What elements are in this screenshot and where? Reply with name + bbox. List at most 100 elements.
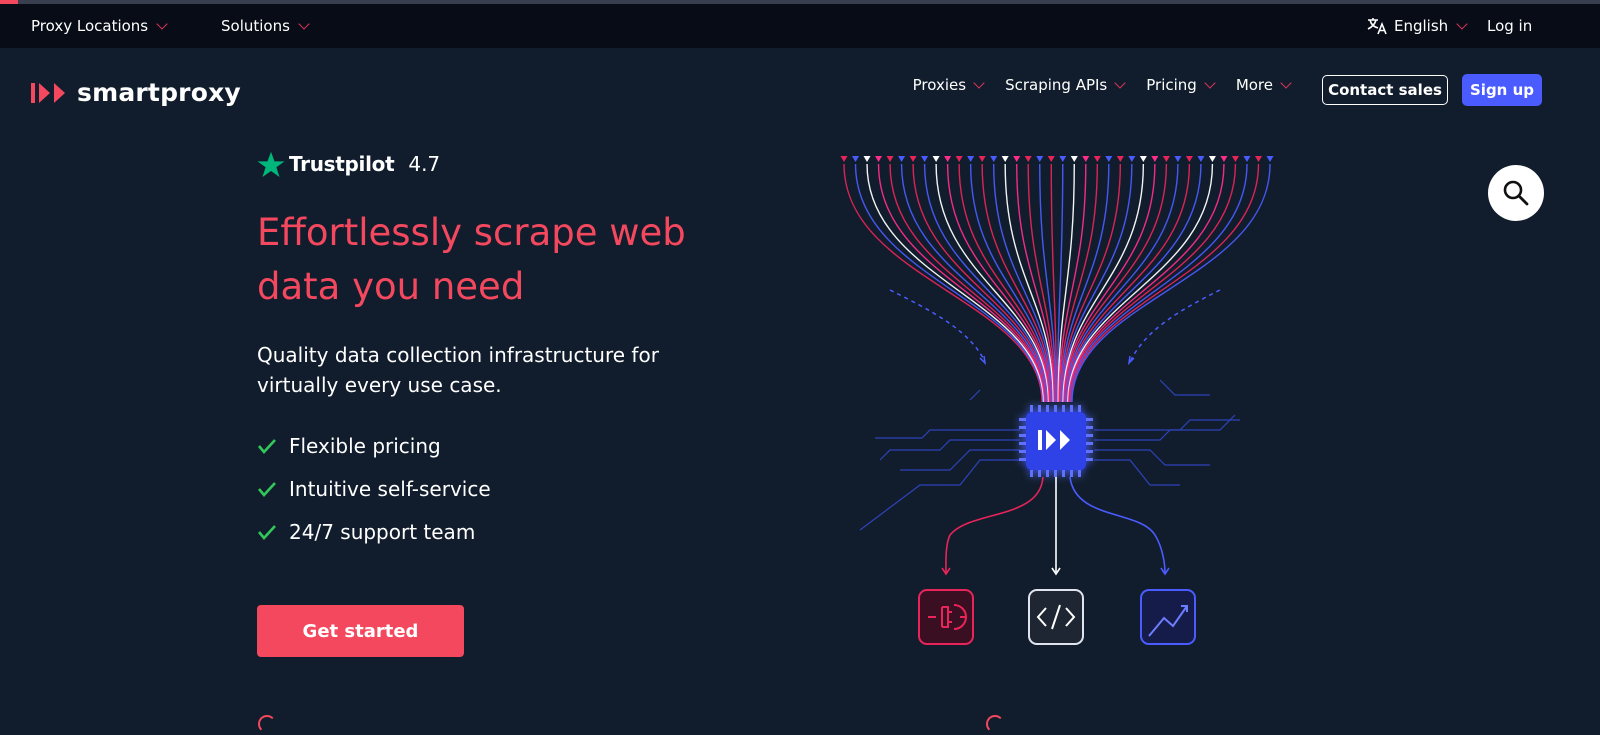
check-icon bbox=[258, 524, 276, 540]
chevron-down-icon bbox=[1204, 76, 1216, 89]
search-button[interactable] bbox=[1488, 165, 1544, 221]
nav-item-scraping-apis[interactable]: Scraping APIs bbox=[1005, 76, 1126, 94]
solutions-menu[interactable]: Solutions bbox=[221, 4, 310, 48]
feature-label: Flexible pricing bbox=[289, 433, 441, 458]
funnel-line bbox=[854, 163, 1044, 403]
funnel-markers bbox=[840, 156, 1274, 162]
get-started-button[interactable]: Get started bbox=[257, 605, 464, 657]
funnel-marker bbox=[990, 156, 998, 162]
funnel-marker bbox=[1082, 156, 1090, 162]
funnel-line bbox=[981, 163, 1053, 403]
funnel-line bbox=[1070, 163, 1260, 403]
nav-item-pricing[interactable]: Pricing bbox=[1146, 76, 1216, 94]
feature-list: Flexible pricing Intuitive self-service … bbox=[257, 424, 491, 553]
funnel-line bbox=[1067, 163, 1214, 403]
funnel-marker bbox=[1105, 156, 1113, 162]
funnel-line bbox=[1056, 163, 1064, 403]
nav-item-label: Scraping APIs bbox=[1005, 76, 1108, 94]
list-item: 24/7 support team bbox=[257, 510, 491, 553]
nav-item-label: Proxies bbox=[912, 76, 967, 94]
trustpilot-rating[interactable]: Trustpilot 4.7 bbox=[257, 150, 440, 178]
search-icon bbox=[1503, 180, 1529, 206]
solutions-label: Solutions bbox=[221, 17, 290, 35]
funnel-line bbox=[923, 163, 1049, 403]
funnel-marker bbox=[1070, 156, 1078, 162]
contact-sales-button[interactable]: Contact sales bbox=[1322, 75, 1448, 105]
funnel-line bbox=[969, 163, 1052, 403]
page-progress-fill bbox=[0, 0, 18, 4]
language-label: English bbox=[1394, 17, 1449, 35]
funnel-marker bbox=[1162, 156, 1170, 162]
funnel-marker bbox=[840, 156, 848, 162]
proxy-locations-menu[interactable]: Proxy Locations bbox=[31, 4, 168, 48]
chevron-down-icon bbox=[1114, 76, 1126, 89]
funnel-marker bbox=[1208, 156, 1216, 162]
funnel-line bbox=[1039, 163, 1057, 403]
funnel-line bbox=[1016, 163, 1055, 403]
funnel-marker bbox=[978, 156, 986, 162]
funnel-line bbox=[1059, 163, 1110, 403]
funnel-marker bbox=[1139, 156, 1147, 162]
nav-links: Proxies Scraping APIs Pricing More bbox=[912, 76, 1292, 94]
funnel-line bbox=[912, 163, 1048, 403]
funnel-marker bbox=[909, 156, 917, 162]
funnel-line bbox=[1068, 163, 1237, 403]
funnel-marker bbox=[1093, 156, 1101, 162]
funnel-line bbox=[1071, 163, 1271, 403]
inflow-arrow-right bbox=[1129, 289, 1221, 363]
brand-logo[interactable]: smartproxy bbox=[31, 78, 241, 107]
funnel-marker bbox=[932, 156, 940, 162]
funnel-marker bbox=[1059, 156, 1067, 162]
login-label: Log in bbox=[1487, 17, 1533, 35]
funnel-line bbox=[1069, 163, 1248, 403]
funnel-marker bbox=[852, 156, 860, 162]
chevron-down-icon bbox=[1280, 76, 1292, 89]
funnel-line bbox=[900, 163, 1047, 403]
processor-chip-icon bbox=[1019, 405, 1093, 477]
data-funnel-illustration bbox=[840, 156, 1274, 645]
funnel-marker bbox=[967, 156, 975, 162]
funnel-line bbox=[866, 163, 1045, 403]
top-utility-bar: Proxy Locations Solutions English Log in bbox=[0, 4, 1600, 48]
sign-up-button[interactable]: Sign up bbox=[1462, 74, 1542, 106]
funnel-line bbox=[1061, 163, 1133, 403]
funnel-line bbox=[1050, 163, 1058, 403]
chevron-down-icon bbox=[973, 76, 985, 89]
funnel-line bbox=[1064, 163, 1168, 403]
nav-item-label: More bbox=[1235, 76, 1273, 94]
hero-title: Effortlessly scrape web data you need bbox=[257, 211, 686, 308]
logo-mark-icon bbox=[31, 82, 65, 103]
funnel-marker bbox=[1151, 156, 1159, 162]
chevron-down-icon bbox=[156, 17, 168, 30]
list-item: Intuitive self-service bbox=[257, 467, 491, 510]
language-selector[interactable]: English bbox=[1366, 4, 1468, 48]
funnel-line bbox=[958, 163, 1051, 403]
feature-label: 24/7 support team bbox=[289, 519, 476, 544]
brand-name: smartproxy bbox=[77, 78, 241, 107]
funnel-line bbox=[877, 163, 1046, 403]
funnel-line bbox=[992, 163, 1054, 403]
funnel-line bbox=[1004, 163, 1055, 403]
funnel-line bbox=[946, 163, 1050, 403]
star-icon bbox=[257, 151, 285, 177]
circuit-traces bbox=[859, 379, 1240, 531]
translate-icon bbox=[1367, 18, 1387, 35]
hero-subtitle: Quality data collection infrastructure f… bbox=[257, 343, 659, 397]
page-progress-bar bbox=[0, 0, 1600, 4]
chevron-down-icon bbox=[298, 17, 310, 30]
nav-item-proxies[interactable]: Proxies bbox=[912, 76, 985, 94]
funnel-marker bbox=[1266, 156, 1274, 162]
funnel-marker bbox=[944, 156, 952, 162]
funnel-line bbox=[1062, 163, 1145, 403]
nav-item-more[interactable]: More bbox=[1235, 76, 1292, 94]
proxy-locations-label: Proxy Locations bbox=[31, 17, 149, 35]
feature-label: Intuitive self-service bbox=[289, 476, 491, 501]
chart-icon bbox=[1140, 589, 1196, 645]
funnel-line bbox=[889, 163, 1046, 403]
funnel-marker bbox=[1128, 156, 1136, 162]
funnel-marker bbox=[898, 156, 906, 162]
funnel-marker bbox=[1185, 156, 1193, 162]
funnel-marker bbox=[1174, 156, 1182, 162]
funnel-marker bbox=[1231, 156, 1239, 162]
login-link[interactable]: Log in bbox=[1487, 4, 1532, 48]
